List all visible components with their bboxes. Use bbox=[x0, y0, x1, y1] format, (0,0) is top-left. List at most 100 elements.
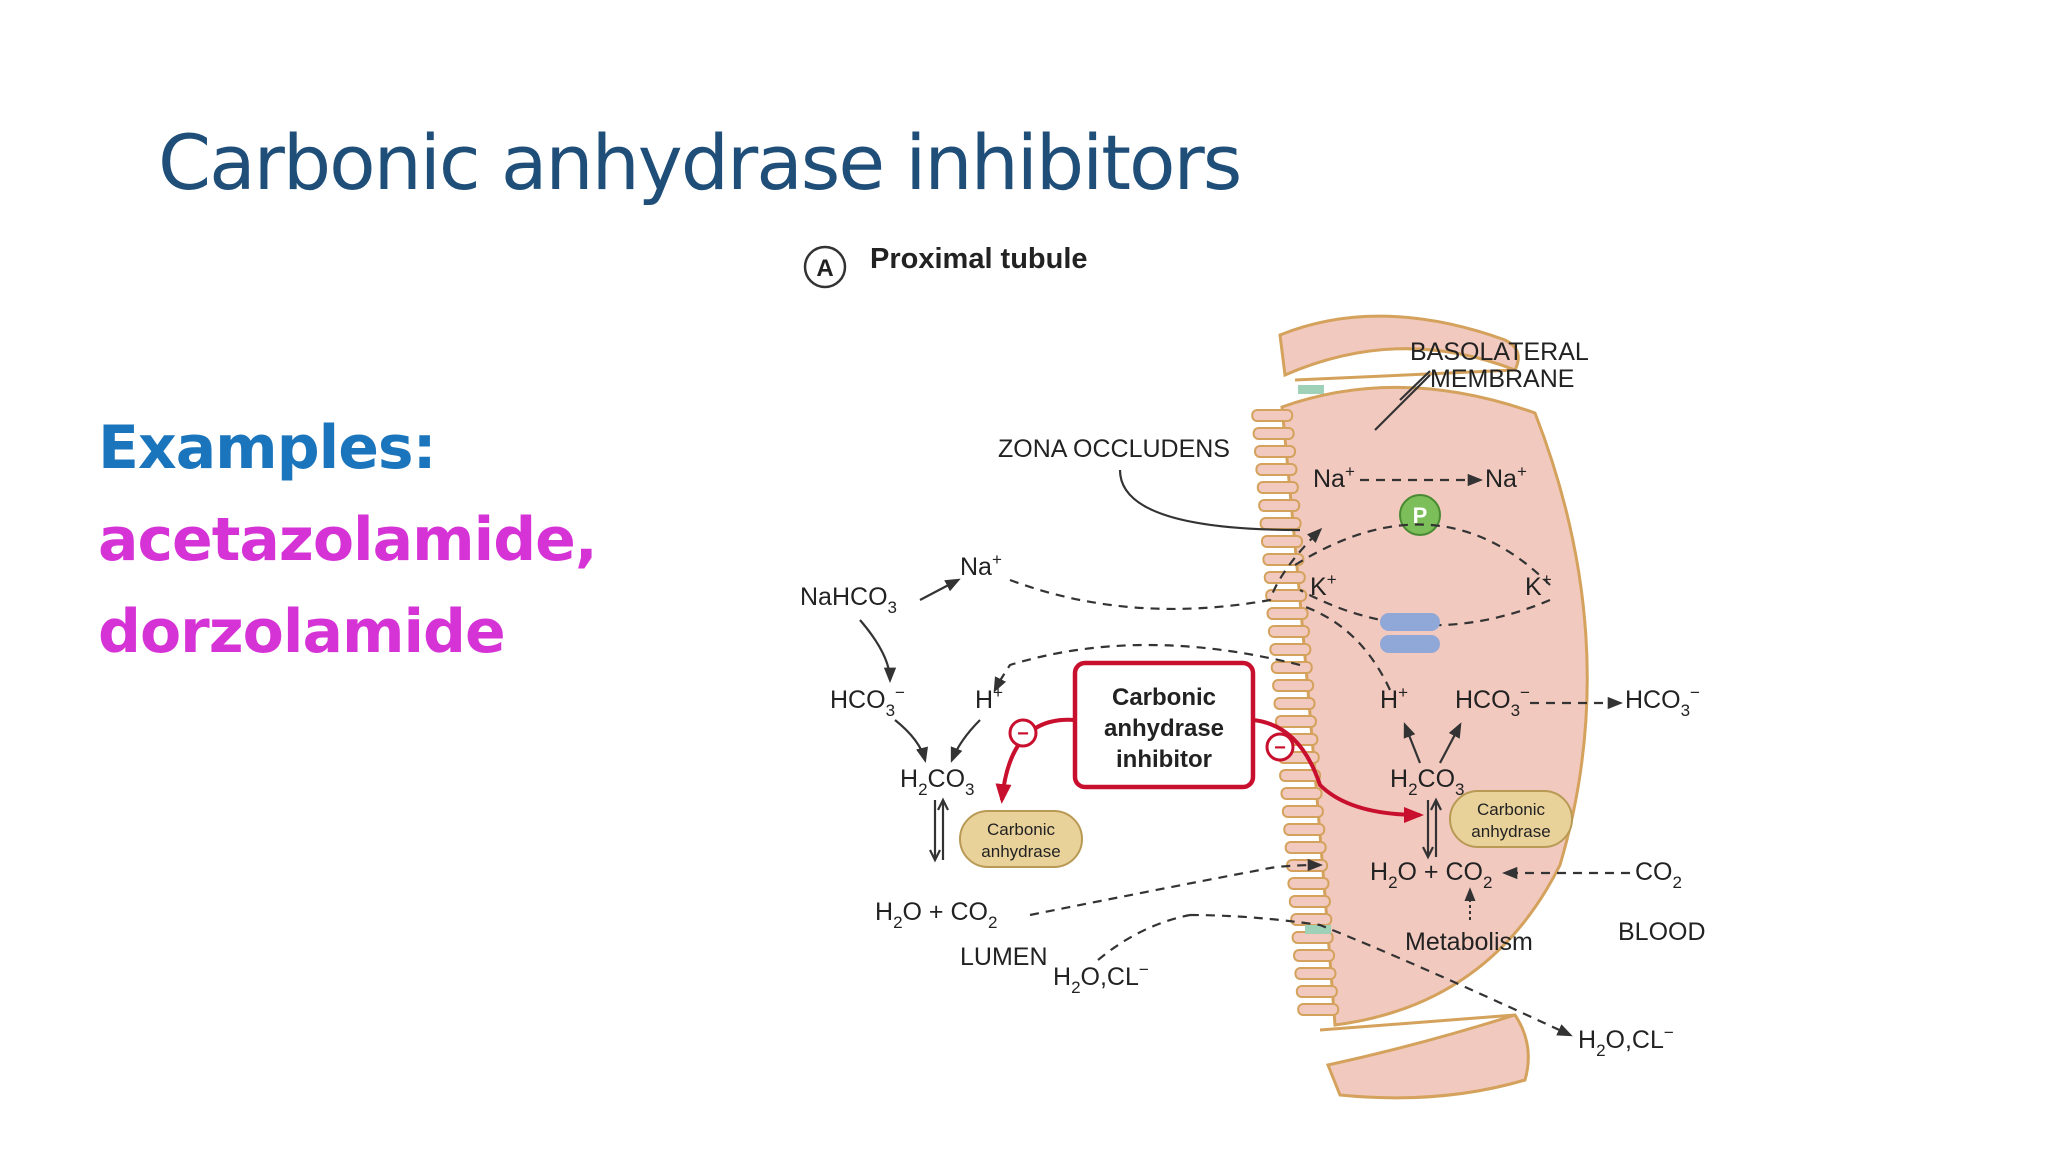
k-cell: K+ bbox=[1310, 570, 1337, 601]
inhibit-cell-arrow bbox=[1252, 718, 1424, 823]
inhibitor: Carbonic anhydrase inhibitor − − bbox=[995, 660, 1424, 823]
microvillus bbox=[1256, 481, 1299, 494]
k-loop-upper bbox=[1294, 523, 1551, 586]
microvillus bbox=[1286, 859, 1329, 872]
microvillus bbox=[1265, 589, 1308, 602]
microvillus bbox=[1294, 967, 1337, 980]
na-cell: Na+ bbox=[1313, 462, 1355, 493]
hco3-lumen: HCO3− bbox=[830, 683, 905, 720]
zona-occludens-label: ZONA OCCLUDENS bbox=[998, 435, 1230, 463]
upper-cell-fragment bbox=[1278, 314, 1520, 378]
h2co3-to-hco3-arrow bbox=[1439, 722, 1462, 764]
microvillus bbox=[1251, 409, 1294, 422]
h-cell: H+ bbox=[1380, 683, 1408, 714]
inhibitor-line2: anhydrase bbox=[1104, 715, 1224, 742]
h-secretion-arrow bbox=[993, 643, 1301, 693]
h2o-cl-blood: H2O,CL− bbox=[1578, 1023, 1674, 1060]
co2-diffusion-arrow bbox=[1029, 858, 1324, 917]
inhibit-sign-lumen bbox=[1008, 718, 1038, 748]
tight-junction-lower bbox=[1319, 1013, 1516, 1032]
paracellular-start bbox=[1097, 913, 1191, 961]
h2co3-cell: H2CO3 bbox=[1390, 765, 1465, 799]
nahco3: NaHCO3 bbox=[800, 583, 897, 617]
pump-symbol: P bbox=[1413, 503, 1428, 528]
nahco3-to-na-arrow bbox=[919, 578, 961, 601]
microvillus bbox=[1284, 841, 1327, 854]
blood-label: BLOOD bbox=[1618, 918, 1706, 946]
tubule-cells bbox=[1251, 314, 1589, 1100]
na-blood: Na+ bbox=[1485, 462, 1527, 493]
lumen-equilibrium-heads bbox=[929, 797, 949, 863]
sodium-transport: Na+ Na+ P K+ K+ bbox=[1294, 462, 1552, 653]
h-combine-arrow bbox=[950, 719, 981, 763]
inhibitor-box bbox=[1072, 660, 1256, 790]
cell-enzyme-line1: Carbonic bbox=[1477, 800, 1546, 819]
microvillus bbox=[1288, 895, 1331, 908]
na-reabsorption-arrow bbox=[1009, 527, 1323, 611]
microvillus bbox=[1283, 823, 1326, 836]
microvillus bbox=[1266, 607, 1309, 620]
inhibit-sign-cell bbox=[1265, 732, 1295, 762]
na-lumen: Na+ bbox=[960, 550, 1002, 581]
microvillus bbox=[1287, 877, 1330, 890]
hco3-blood: HCO3− bbox=[1625, 683, 1700, 720]
cell-equilibrium-heads bbox=[1422, 797, 1442, 860]
lumen-enzyme-line1: Carbonic bbox=[987, 820, 1056, 839]
zona-occludens-pointer bbox=[1118, 469, 1301, 532]
brush-border-microvilli bbox=[1251, 409, 1340, 1016]
paracellular-arrow bbox=[1189, 913, 1573, 1037]
hco3-combine-arrow bbox=[894, 719, 928, 763]
microvillus bbox=[1267, 625, 1310, 638]
tight-junction-upper bbox=[1294, 368, 1516, 382]
examples-heading: Examples: bbox=[98, 413, 437, 483]
lumen-carbonic-anhydrase bbox=[959, 810, 1083, 868]
inhibitor-line1: Carbonic bbox=[1112, 684, 1216, 711]
panel-title: Proximal tubule bbox=[870, 243, 1088, 275]
microvillus bbox=[1272, 679, 1315, 692]
basolateral-label-1: BASOLATERAL bbox=[1410, 338, 1589, 366]
microvillus bbox=[1258, 499, 1301, 512]
cell-carbonic-anhydrase bbox=[1449, 790, 1573, 848]
cell-enzyme-line2: anhydrase bbox=[1471, 822, 1550, 841]
nahco3-to-hco3-arrow bbox=[859, 619, 897, 684]
microvillus bbox=[1260, 535, 1303, 548]
k-channel-bottom bbox=[1380, 635, 1440, 653]
microvillus bbox=[1274, 715, 1317, 728]
microvillus bbox=[1279, 769, 1322, 782]
microvillus bbox=[1290, 913, 1333, 926]
microvillus bbox=[1281, 805, 1324, 818]
microvillus bbox=[1269, 643, 1312, 656]
panel-marker: A bbox=[816, 255, 833, 282]
microvillus bbox=[1295, 985, 1338, 998]
lumen-equilibrium-arrows bbox=[933, 800, 945, 860]
microvillus bbox=[1262, 553, 1305, 566]
microvillus bbox=[1280, 787, 1323, 800]
zona-occludens-mark bbox=[1298, 385, 1324, 394]
h2co3-to-h-arrow bbox=[1403, 722, 1422, 764]
basolateral-pointer bbox=[1374, 370, 1431, 431]
microvillus bbox=[1297, 1003, 1340, 1016]
h2o-co2-cell: H2O + CO2 bbox=[1370, 858, 1492, 892]
k-channel-top bbox=[1380, 613, 1440, 631]
lumen-reactions: NaHCO3 Na+ HCO3− H+ H2CO3 Carbonic anhyd… bbox=[800, 527, 1324, 997]
h2o-co2-lumen: H2O + CO2 bbox=[875, 898, 997, 932]
k-blood: K+ bbox=[1525, 570, 1552, 601]
hco3-cell: HCO3− bbox=[1455, 683, 1530, 720]
microvillus bbox=[1255, 463, 1298, 476]
h-exit-arrow bbox=[1299, 603, 1391, 691]
h2o-cl-lumen: H2O,CL− bbox=[1053, 960, 1149, 997]
microvillus bbox=[1293, 949, 1336, 962]
lumen-enzyme-line2: anhydrase bbox=[981, 842, 1060, 861]
co2-blood: CO2 bbox=[1635, 858, 1682, 892]
zona-occludens-mark-lower bbox=[1305, 925, 1331, 934]
inhibit-sign-cell-text: − bbox=[1274, 737, 1286, 759]
lower-cell-fragment bbox=[1325, 1013, 1530, 1100]
metabolism-label: Metabolism bbox=[1405, 928, 1533, 956]
microvillus bbox=[1254, 445, 1297, 458]
examples-block: Examples: acetazolamide, dorzolamide bbox=[98, 402, 598, 678]
basolateral-label-2: MEMBRANE bbox=[1430, 365, 1574, 393]
panel-header: A Proximal tubule bbox=[803, 243, 1088, 289]
microvillus bbox=[1273, 697, 1316, 710]
microvillus bbox=[1259, 517, 1302, 530]
drug-dorzolamide: dorzolamide bbox=[98, 597, 506, 667]
